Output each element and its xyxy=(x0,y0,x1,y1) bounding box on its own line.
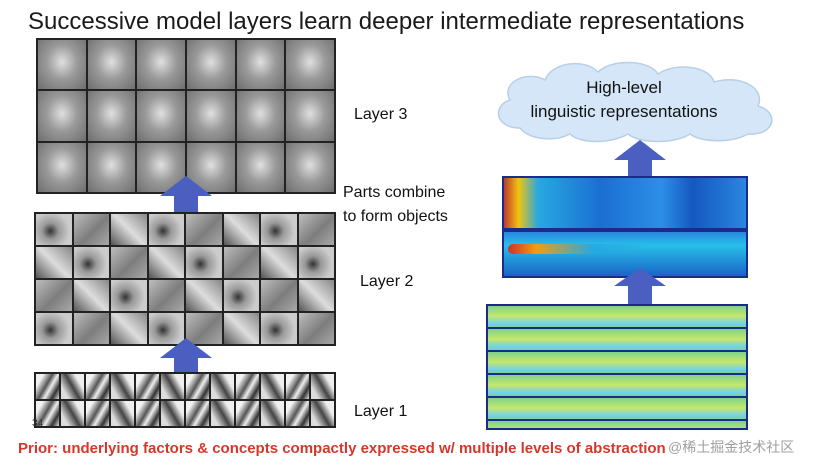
layer1-feature xyxy=(311,401,334,426)
layer2-feature xyxy=(148,313,184,344)
layer2-feature xyxy=(73,247,109,278)
prior-statement: Prior: underlying factors & concepts com… xyxy=(18,440,666,457)
layer2-feature xyxy=(298,214,334,245)
layer2-feature xyxy=(73,214,109,245)
layer2-feature xyxy=(111,280,147,311)
layer2-feature xyxy=(186,214,222,245)
layer2-feature xyxy=(298,247,334,278)
layer2-feature xyxy=(298,313,334,344)
layer2-feature xyxy=(186,313,222,344)
layer1-feature-grid xyxy=(34,372,336,428)
layer1-feature xyxy=(86,401,109,426)
layer3-label: Layer 3 xyxy=(354,106,408,123)
layer3-feature xyxy=(87,142,136,192)
layer2-feature xyxy=(261,313,297,344)
layer1-feature xyxy=(136,374,159,399)
layer1-feature xyxy=(211,401,234,426)
layer2-feature xyxy=(186,280,222,311)
layer3-feature xyxy=(137,40,185,90)
layer2-feature xyxy=(73,313,109,344)
low-level-spectrogram-panel xyxy=(486,304,748,430)
layer3-feature xyxy=(236,40,285,90)
layer1-feature xyxy=(136,401,159,426)
layer1-feature xyxy=(36,401,59,426)
parts-combine-line2: to form objects xyxy=(343,208,448,225)
layer2-feature xyxy=(36,247,72,278)
up-arrow-icon xyxy=(160,338,212,384)
layer1-feature xyxy=(261,401,284,426)
layer1-feature xyxy=(161,374,184,399)
layer2-feature xyxy=(36,313,72,344)
layer2-feature xyxy=(261,280,297,311)
layer3-feature xyxy=(38,40,86,90)
layer2-feature-grid xyxy=(34,212,336,346)
layer2-label: Layer 2 xyxy=(360,273,414,290)
parts-combine-line1: Parts combine xyxy=(343,184,446,201)
mid-level-representation-panel xyxy=(502,230,748,278)
layer1-feature xyxy=(261,374,284,399)
layer1-feature xyxy=(61,401,84,426)
layer1-feature xyxy=(36,374,59,399)
layer1-feature xyxy=(161,401,184,426)
parts-combine-label: Parts combine to form objects xyxy=(343,181,448,229)
layer3-feature xyxy=(38,91,86,141)
slide-title: Successive model layers learn deeper int… xyxy=(28,8,745,35)
layer1-feature xyxy=(111,374,134,399)
cloud-text: High-level linguistic representations xyxy=(490,76,758,124)
layer2-feature xyxy=(73,280,109,311)
layer1-feature xyxy=(236,401,259,426)
layer2-feature xyxy=(148,280,184,311)
layer2-feature xyxy=(261,214,297,245)
layer2-feature xyxy=(111,214,147,245)
layer2-feature xyxy=(186,247,222,278)
up-arrow-icon xyxy=(614,140,666,186)
layer2-feature xyxy=(36,214,72,245)
layer2-feature xyxy=(111,247,147,278)
layer2-feature xyxy=(36,280,72,311)
cloud-icon xyxy=(497,61,773,143)
page-number: 34 xyxy=(32,418,44,429)
layer3-feature xyxy=(187,40,235,90)
layer1-feature xyxy=(236,374,259,399)
watermark: @稀土掘金技术社区 xyxy=(668,439,795,455)
layer1-feature xyxy=(286,374,309,399)
up-arrow-icon xyxy=(614,268,666,310)
layer3-feature xyxy=(38,142,86,192)
layer2-feature xyxy=(261,247,297,278)
cloud-line1: High-level xyxy=(586,78,662,97)
up-arrow-icon xyxy=(160,176,212,222)
layer3-feature xyxy=(187,91,235,141)
layer1-label: Layer 1 xyxy=(354,403,408,420)
layer1-feature xyxy=(111,401,134,426)
cloud-line2: linguistic representations xyxy=(530,102,718,121)
layer3-feature xyxy=(87,91,136,141)
layer1-feature xyxy=(286,401,309,426)
high-level-representation-panel xyxy=(502,176,748,230)
layer3-feature xyxy=(236,142,285,192)
layer2-feature xyxy=(223,313,259,344)
layer3-feature xyxy=(286,142,334,192)
layer2-feature xyxy=(298,280,334,311)
layer2-feature xyxy=(223,247,259,278)
layer2-feature xyxy=(111,313,147,344)
layer3-feature xyxy=(87,40,136,90)
layer3-feature-grid xyxy=(36,38,336,194)
layer3-feature xyxy=(286,40,334,90)
layer2-feature xyxy=(223,214,259,245)
layer1-feature xyxy=(86,374,109,399)
layer2-feature xyxy=(148,247,184,278)
layer1-feature xyxy=(61,374,84,399)
layer2-feature xyxy=(223,280,259,311)
layer1-feature xyxy=(186,374,209,399)
layer3-feature xyxy=(286,91,334,141)
layer1-feature xyxy=(311,374,334,399)
layer1-feature xyxy=(186,401,209,426)
layer1-feature xyxy=(211,374,234,399)
layer3-feature xyxy=(137,91,185,141)
layer3-feature xyxy=(236,91,285,141)
layer2-feature xyxy=(148,214,184,245)
